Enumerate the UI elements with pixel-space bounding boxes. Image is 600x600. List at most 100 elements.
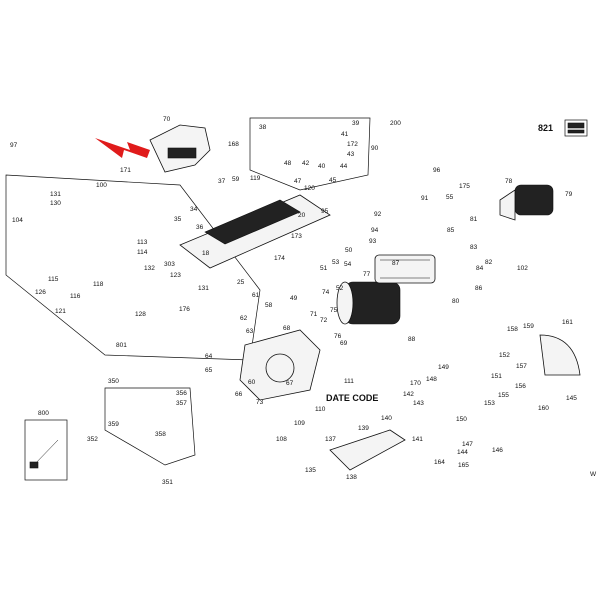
svg-text:49: 49	[290, 295, 298, 302]
svg-text:73: 73	[256, 399, 264, 406]
svg-text:115: 115	[48, 276, 59, 283]
svg-text:145: 145	[566, 395, 577, 402]
svg-text:160: 160	[538, 405, 549, 412]
svg-text:147: 147	[462, 441, 473, 448]
svg-text:67: 67	[286, 380, 294, 387]
svg-text:149: 149	[438, 364, 449, 371]
svg-text:104: 104	[12, 217, 23, 224]
svg-text:47: 47	[294, 178, 302, 185]
svg-text:142: 142	[403, 391, 414, 398]
svg-text:W: W	[590, 471, 597, 478]
svg-text:78: 78	[505, 178, 513, 185]
svg-text:37: 37	[218, 178, 226, 185]
svg-text:146: 146	[492, 447, 503, 454]
svg-text:51: 51	[320, 265, 328, 272]
svg-text:54: 54	[344, 261, 352, 268]
assembly-group-100	[5, 174, 261, 361]
svg-text:63: 63	[246, 328, 254, 335]
svg-text:151: 151	[491, 373, 502, 380]
svg-text:109: 109	[294, 420, 305, 427]
svg-text:77: 77	[363, 271, 371, 278]
svg-text:102: 102	[517, 265, 528, 272]
svg-text:50: 50	[345, 247, 353, 254]
sheet-code: 821	[538, 123, 553, 133]
svg-text:352: 352	[87, 436, 98, 443]
svg-text:157: 157	[516, 363, 527, 370]
svg-text:71: 71	[310, 311, 318, 318]
svg-text:357: 357	[176, 400, 187, 407]
svg-text:159: 159	[523, 323, 534, 330]
svg-text:65: 65	[205, 367, 213, 374]
svg-text:170: 170	[410, 380, 421, 387]
svg-text:200: 200	[390, 120, 401, 127]
svg-text:111: 111	[344, 378, 354, 385]
svg-text:84: 84	[476, 265, 484, 272]
svg-text:121: 121	[55, 308, 66, 315]
svg-text:96: 96	[433, 167, 441, 174]
svg-text:164: 164	[434, 459, 445, 466]
svg-text:92: 92	[374, 211, 382, 218]
svg-text:66: 66	[235, 391, 243, 398]
svg-text:59: 59	[232, 176, 240, 183]
svg-text:303: 303	[164, 261, 175, 268]
part-161-rear-guard	[539, 334, 581, 376]
svg-text:20: 20	[298, 212, 306, 219]
svg-text:158: 158	[507, 326, 518, 333]
svg-text:148: 148	[426, 376, 437, 383]
part-79-housing	[499, 184, 554, 221]
svg-text:176: 176	[179, 306, 190, 313]
svg-text:58: 58	[265, 302, 273, 309]
svg-text:138: 138	[346, 474, 357, 481]
svg-text:93: 93	[369, 238, 377, 245]
svg-text:110: 110	[315, 406, 326, 413]
svg-text:64: 64	[205, 353, 213, 360]
svg-text:41: 41	[341, 131, 349, 138]
svg-text:155: 155	[498, 392, 509, 399]
svg-text:150: 150	[456, 416, 467, 423]
assembly-group-350	[104, 387, 196, 466]
svg-text:82: 82	[485, 259, 493, 266]
svg-text:52: 52	[336, 285, 344, 292]
svg-text:358: 358	[155, 431, 166, 438]
svg-text:61: 61	[252, 292, 260, 299]
svg-text:39: 39	[352, 120, 360, 127]
svg-text:153: 153	[484, 400, 495, 407]
svg-text:36: 36	[196, 224, 204, 231]
svg-text:172: 172	[347, 141, 358, 148]
svg-text:350: 350	[108, 378, 119, 385]
svg-text:70: 70	[163, 116, 171, 123]
svg-text:91: 91	[421, 195, 429, 202]
part-gearcase	[239, 329, 321, 401]
part-70-blade-guard	[149, 124, 211, 173]
svg-text:53: 53	[332, 259, 340, 266]
svg-text:120: 120	[304, 185, 315, 192]
svg-text:108: 108	[276, 436, 287, 443]
assembly-group-200	[249, 117, 371, 191]
svg-text:43: 43	[347, 151, 355, 158]
part-77-motor	[336, 281, 401, 325]
svg-text:131: 131	[50, 191, 61, 198]
svg-text:135: 135	[305, 467, 316, 474]
highlight-arrow	[95, 138, 150, 158]
svg-text:87: 87	[392, 260, 400, 267]
svg-text:118: 118	[93, 281, 104, 288]
svg-text:85: 85	[447, 227, 455, 234]
svg-text:86: 86	[475, 285, 483, 292]
part-139-foot	[329, 429, 406, 471]
svg-text:152: 152	[499, 352, 510, 359]
svg-text:351: 351	[162, 479, 173, 486]
svg-text:139: 139	[358, 425, 369, 432]
svg-text:175: 175	[459, 183, 470, 190]
svg-text:114: 114	[137, 249, 148, 256]
svg-text:131: 131	[198, 285, 209, 292]
svg-text:94: 94	[371, 227, 379, 234]
svg-text:800: 800	[38, 410, 49, 417]
svg-text:48: 48	[284, 160, 292, 167]
svg-text:88: 88	[408, 336, 416, 343]
assembly-group-800	[24, 419, 68, 481]
svg-text:143: 143	[413, 400, 424, 407]
svg-text:123: 123	[170, 272, 181, 279]
svg-text:100: 100	[96, 182, 107, 189]
svg-text:156: 156	[515, 383, 526, 390]
